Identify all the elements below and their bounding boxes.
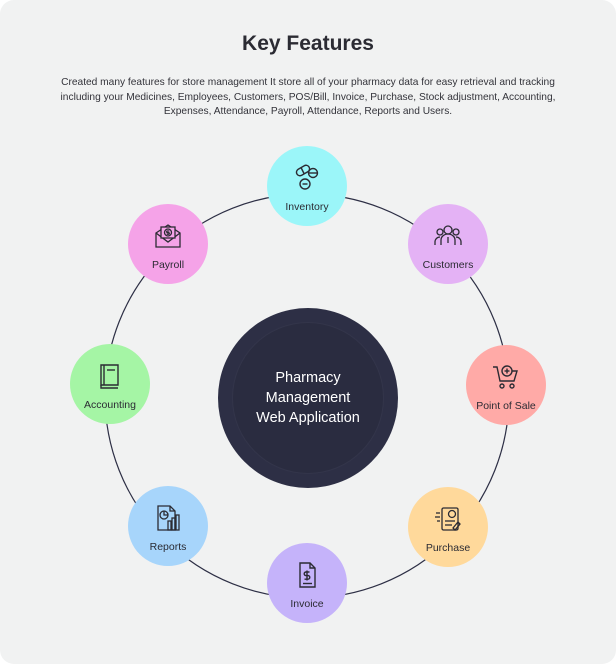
center-hub-inner: Pharmacy Management Web Application	[233, 323, 383, 473]
feature-label: Reports	[149, 541, 187, 553]
customers-icon	[433, 217, 463, 256]
center-label-line1: Pharmacy	[275, 370, 341, 386]
report-chart-icon	[153, 499, 183, 538]
feature-label: Purchase	[425, 542, 471, 554]
center-label-line2: Management	[265, 390, 351, 406]
pills-icon	[292, 159, 322, 198]
feature-accounting: Accounting	[70, 344, 150, 424]
feature-label: Point of Sale	[476, 400, 536, 412]
cart-plus-icon	[491, 358, 521, 397]
feature-label: Inventory	[285, 201, 329, 213]
feature-inventory: Inventory	[267, 146, 347, 226]
feature-customers: Customers	[408, 204, 488, 284]
feature-label: Payroll	[151, 259, 185, 271]
payroll-envelope-icon	[153, 217, 183, 256]
feature-purchase: Purchase	[408, 487, 488, 567]
center-label-line3: Web Application	[256, 410, 360, 426]
feature-reports: Reports	[128, 486, 208, 566]
center-hub: Pharmacy Management Web Application	[218, 308, 398, 488]
book-icon	[95, 357, 125, 396]
feature-payroll: Payroll	[128, 204, 208, 284]
invoice-dollar-icon	[292, 556, 322, 595]
feature-label: Invoice	[290, 598, 324, 610]
feature-point-of-sale: Point of Sale	[466, 345, 546, 425]
feature-invoice: Invoice	[267, 543, 347, 623]
page-title: Key Features	[242, 32, 374, 55]
feature-label: Accounting	[84, 399, 136, 411]
feature-label: Customers	[422, 259, 474, 271]
page-description: Created many features for store manageme…	[60, 77, 556, 117]
purchase-list-icon	[433, 500, 463, 539]
